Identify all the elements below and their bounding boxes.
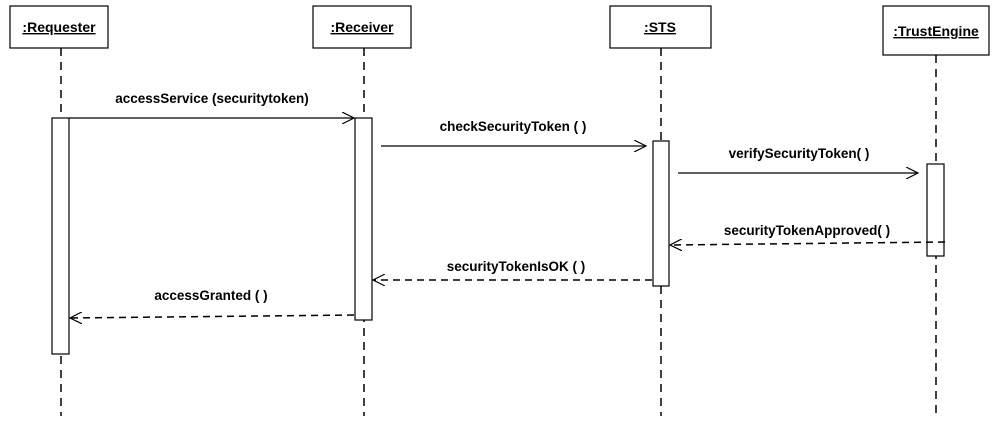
message-access-granted: accessGranted ( )	[70, 288, 355, 318]
message-verify-security-token: verifySecurityToken( )	[678, 146, 918, 173]
participant-sts-label: :STS	[644, 19, 676, 35]
message-security-token-approved-label: securityTokenApproved( )	[724, 223, 890, 238]
message-security-token-approved-arrow	[670, 242, 946, 245]
activation-requester	[51, 117, 70, 355]
participant-receiver: :Receiver	[312, 5, 412, 49]
participant-receiver-label: :Receiver	[330, 19, 394, 35]
message-security-token-is-ok: securityTokenIsOK ( )	[373, 259, 652, 280]
message-verify-security-token-label: verifySecurityToken( )	[729, 146, 870, 161]
message-check-security-token-label: checkSecurityToken ( )	[440, 119, 587, 134]
message-access-service: accessService (securitytoken)	[69, 91, 354, 118]
participant-requester-label: :Requester	[22, 19, 96, 35]
participant-trustengine-label: :TrustEngine	[893, 23, 979, 39]
participant-sts: :STS	[609, 5, 712, 49]
participant-requester: :Requester	[9, 5, 109, 49]
message-access-service-label: accessService (securitytoken)	[115, 91, 309, 106]
activation-sts	[652, 140, 670, 287]
activation-trustengine	[926, 163, 945, 257]
message-access-granted-label: accessGranted ( )	[154, 288, 267, 303]
participant-trustengine: :TrustEngine	[882, 5, 990, 56]
message-check-security-token: checkSecurityToken ( )	[381, 119, 646, 146]
message-security-token-is-ok-label: securityTokenIsOK ( )	[447, 259, 586, 274]
message-security-token-approved: securityTokenApproved( )	[670, 223, 946, 245]
message-access-granted-arrow	[70, 315, 355, 318]
activation-receiver	[354, 117, 373, 321]
